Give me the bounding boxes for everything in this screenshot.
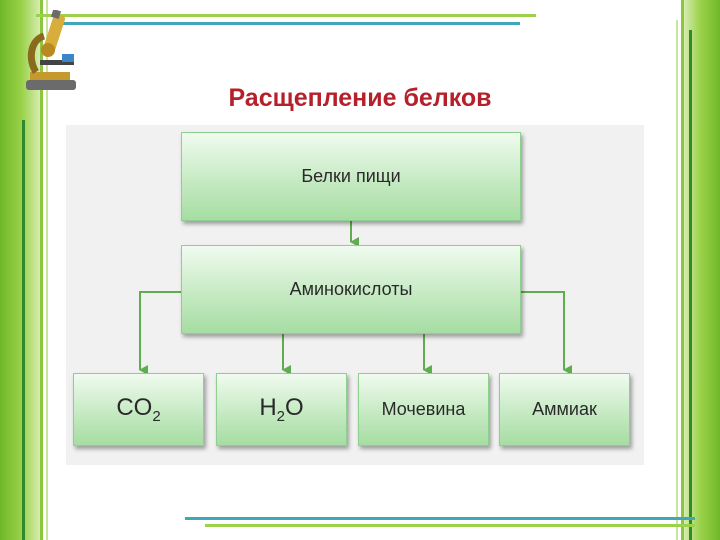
formula-subscript: 2 (152, 407, 161, 425)
node-h2o: H2O (216, 373, 347, 446)
right-frame-stripe (676, 20, 678, 540)
bottom-decor-line (205, 524, 695, 527)
top-decor-line (36, 14, 536, 17)
right-frame-stripe (689, 30, 692, 540)
bottom-decor-line (185, 517, 695, 520)
node-label: Белки пищи (301, 166, 401, 186)
node-urea: Мочевина (358, 373, 489, 446)
node-co2: CO2 (73, 373, 204, 446)
slide-title: Расщепление белков (228, 84, 492, 112)
formula-base: H (259, 394, 277, 422)
formula-subscript: 2 (276, 407, 285, 425)
node-ammonia: Аммиак (499, 373, 630, 446)
left-frame-stripe (46, 0, 48, 540)
node-label: Аминокислоты (289, 279, 413, 299)
node-label: Мочевина (381, 399, 466, 419)
node-label: Аммиак (532, 399, 597, 419)
node-label: CO2 (116, 394, 160, 425)
node-label: H2O (259, 394, 303, 425)
top-decor-line (60, 22, 520, 25)
arrow-to-ammonia (521, 291, 572, 375)
left-frame-stripe (40, 0, 43, 540)
microscope-icon (26, 10, 76, 90)
arrow-to-co2 (139, 291, 181, 375)
right-frame-stripe (681, 0, 684, 540)
node-amino-acids: Аминокислоты (181, 245, 521, 334)
left-frame-stripe (22, 120, 25, 540)
formula-base: CO (116, 394, 153, 422)
node-dietary-proteins: Белки пищи (181, 132, 521, 221)
formula-tail: O (285, 394, 304, 422)
